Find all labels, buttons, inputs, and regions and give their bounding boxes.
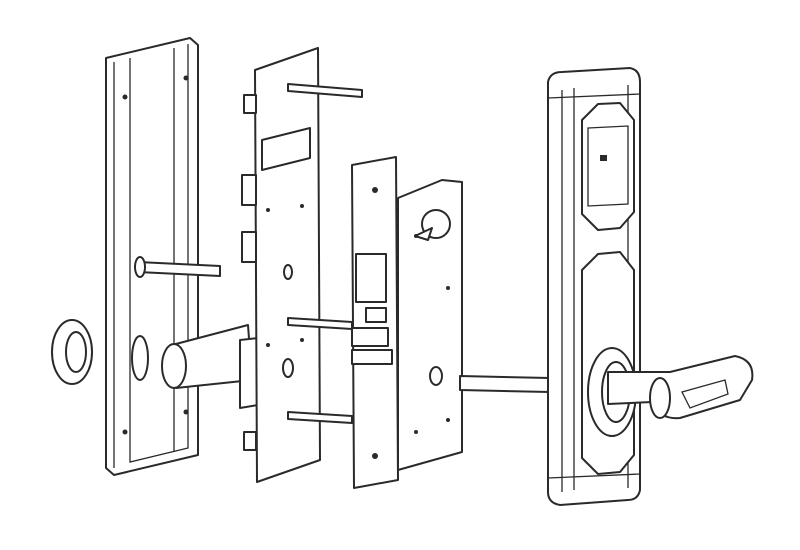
mounting-plate: [241, 47, 321, 483]
back-escutcheon: [105, 37, 199, 476]
mortise-lock-body: [351, 156, 463, 489]
connecting-spindle: [459, 375, 551, 393]
ring-washer: [51, 319, 93, 385]
card-reader-window: [581, 102, 635, 231]
inner-lever-spindle: [134, 256, 259, 409]
outer-lever-handle: [581, 251, 754, 475]
